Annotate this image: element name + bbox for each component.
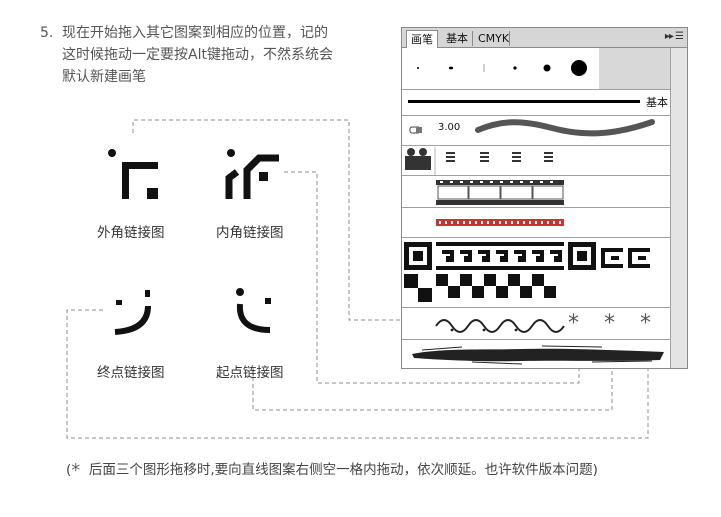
inner-corner-label: 内角链接图	[216, 225, 284, 241]
instruction-line-2: 这时候拖动一定要按Alt键拖动，不然系统会	[62, 47, 333, 63]
instruction-line-1: 现在开始拖入其它图案到相应的位置，记的	[62, 25, 328, 41]
tab-brushes[interactable]: 画笔	[406, 30, 438, 48]
brush-row-greek-key[interactable]	[402, 238, 672, 308]
outer-corner-label: 外角链接图	[97, 225, 165, 241]
brush-row-art[interactable]: 3.00	[402, 116, 672, 146]
note-asterisk: *	[71, 460, 81, 481]
inner-corner-tile-icon[interactable]	[225, 148, 281, 200]
step-number: 5.	[40, 25, 54, 41]
end-label: 终点链接图	[97, 365, 165, 381]
start-label: 起点链接图	[216, 365, 284, 381]
brush-row-basic[interactable]: 基本	[402, 90, 672, 116]
asterisk-slot-3: *	[640, 311, 651, 336]
brush-row-charcoal[interactable]	[402, 340, 672, 368]
panel-scrollbar[interactable]	[670, 48, 687, 368]
footer-note: (* 后面三个图形拖移时,要向直线图案右侧空一格内拖动，依次顺延。也许软件版本问…	[66, 458, 598, 481]
tab-cmyk[interactable]: CMYK	[478, 32, 510, 45]
note-text: 后面三个图形拖移时,要向直线图案右侧空一格内拖动，依次顺延。也许软件版本问题)	[88, 462, 598, 478]
panel-tab-bar: 画笔 基本 CMYK ▸▸ ☰	[402, 28, 687, 48]
outer-corner-tile-icon[interactable]	[106, 148, 160, 200]
instruction-text: 5. 现在开始拖入其它图案到相应的位置，记的 这时候拖动一定要按Alt键拖动，不…	[40, 22, 380, 88]
panel-menu-icon[interactable]: ▸▸ ☰	[664, 31, 684, 42]
end-tile-icon[interactable]	[110, 288, 156, 338]
asterisk-slot-1: *	[568, 311, 579, 336]
brush-row-dots[interactable]	[402, 48, 672, 90]
basic-brush-label: 基本	[646, 96, 668, 109]
brush-row-wave[interactable]: * * *	[402, 308, 672, 340]
note-open-paren: (	[66, 462, 72, 478]
start-tile-icon[interactable]	[232, 286, 278, 338]
brush-row-filmstrip[interactable]	[402, 176, 672, 208]
tab-basic[interactable]: 基本	[446, 32, 468, 45]
brush-row-red-pattern[interactable]	[402, 208, 672, 238]
brush-row-figures[interactable]	[402, 146, 672, 176]
instruction-line-3: 默认新建画笔	[62, 69, 146, 85]
brush-size-label: 3.00	[438, 122, 461, 133]
asterisk-slot-2: *	[604, 311, 615, 336]
brush-panel[interactable]: 画笔 基本 CMYK ▸▸ ☰ 基本 3.00	[401, 27, 688, 369]
